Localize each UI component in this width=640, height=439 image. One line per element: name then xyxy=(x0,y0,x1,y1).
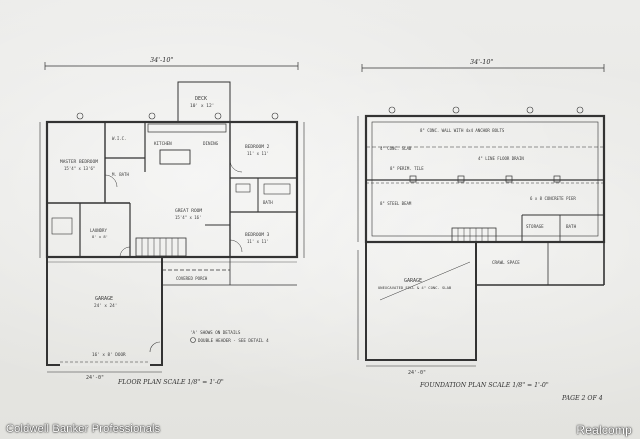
great-room-size: 15'4" x 16' xyxy=(175,215,202,220)
page-number: PAGE 2 OF 4 xyxy=(561,395,603,402)
brokerage-watermark: Coldwell Banker Professionals xyxy=(6,423,161,435)
dining-label: DINING xyxy=(203,141,219,146)
bedroom2-size: 11' x 11' xyxy=(247,151,269,156)
crawl-space-label: CRAWL SPACE xyxy=(492,260,520,265)
bath-label: BATH xyxy=(263,200,273,205)
master-bedroom-size: 15'4" x 13'6" xyxy=(64,166,95,171)
realcomp-watermark: Realcomp xyxy=(576,423,632,437)
foundation-bottom-dim: 24'-0" xyxy=(408,370,426,376)
bedroom3-label: BEDROOM 3 xyxy=(245,232,270,238)
foundation-note-5: 6 x 8 CONCRETE PIER xyxy=(530,196,576,201)
laundry-size: 8' x 8' xyxy=(92,234,108,239)
bedroom2-label: BEDROOM 2 xyxy=(245,144,270,150)
foundation-note-4: 4" LINE FLOOR DRAIN xyxy=(478,156,524,161)
garage-size: 24' x 24' xyxy=(94,303,117,309)
great-room-label: GREAT ROOM xyxy=(175,208,202,214)
foundation-garage-label: GARAGE xyxy=(404,278,422,284)
foundation-bath-label: BATH xyxy=(566,224,577,229)
floor-plan-caption: FLOOR PLAN SCALE 1/8" = 1'-0" xyxy=(117,379,224,386)
garage-label: GARAGE xyxy=(95,296,113,302)
laundry-label: LAUNDRY xyxy=(90,228,107,233)
foundation-note-6: 8" STEEL BEAM xyxy=(380,201,412,206)
floor-plan xyxy=(39,62,305,373)
kitchen-label: KITCHEN xyxy=(154,141,172,146)
master-bath-label: M. BATH xyxy=(112,172,129,177)
floor-note-2: DOUBLE HEADER - SEE DETAIL 4 xyxy=(198,338,269,343)
foundation-note-1: 8" CONC. WALL WITH 4x4 ANCHOR BOLTS xyxy=(420,128,505,133)
floor-overall-dim: 34'-10" xyxy=(150,56,174,64)
foundation-note-2: 4" CONC. SLAB xyxy=(380,146,412,151)
master-bedroom-label: MASTER BEDROOM xyxy=(60,159,98,165)
foundation-garage-note: UNEXCAVATED FILL & 4" CONC. SLAB xyxy=(378,285,452,290)
deck-label: DECK xyxy=(195,96,207,102)
foundation-plan xyxy=(357,64,606,367)
floor-bottom-dim: 24'-0" xyxy=(86,375,104,381)
foundation-plan-caption: FOUNDATION PLAN SCALE 1/8" = 1'-0" xyxy=(419,382,549,389)
garage-door-note: 16' x 8' DOOR xyxy=(92,352,126,358)
foundation-overall-dim: 34'-10" xyxy=(470,58,494,66)
floor-note-1: 'A' SHOWS ON DETAILS xyxy=(190,330,241,335)
covered-porch-label: COVERED PORCH xyxy=(176,276,208,281)
foundation-note-3: 8" PERIM. TILE xyxy=(390,166,424,171)
storage-label: STORAGE xyxy=(526,224,544,229)
deck-size: 10' x 12' xyxy=(190,103,214,109)
bedroom3-size: 11' x 11' xyxy=(247,239,269,244)
walkin-closet-label: W.I.C. xyxy=(112,136,126,141)
